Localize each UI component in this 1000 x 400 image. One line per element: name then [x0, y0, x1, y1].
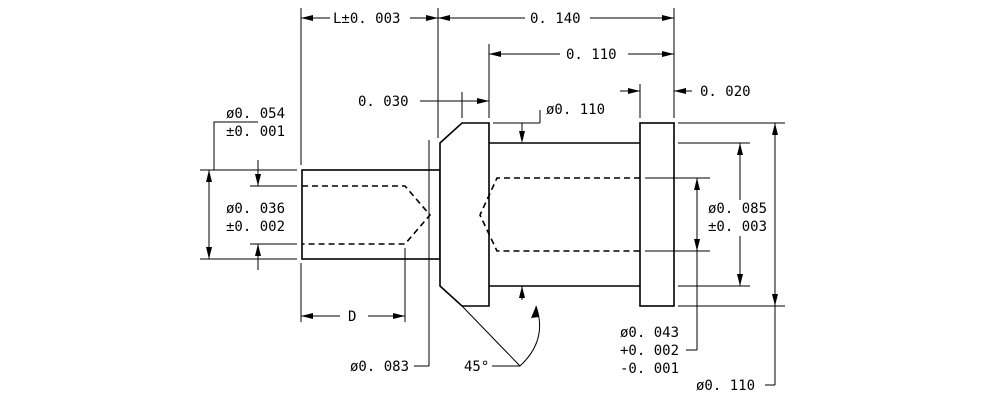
dimension-lines	[206, 15, 778, 386]
outer-diameter-label: ø0. 110	[696, 378, 755, 394]
part-outline	[301, 122, 675, 307]
flange-diameter-tolerance-label: ±0. 003	[708, 219, 767, 235]
head-diameter-label: ø0. 083	[350, 359, 409, 375]
pin-diameter-tolerance-label: ±0. 001	[226, 124, 285, 140]
chamfer-angle-label: 45°	[464, 359, 489, 375]
hole-diameter-tolerance-label: ±0. 002	[226, 219, 285, 235]
depth-label: D	[348, 309, 356, 325]
pin-diameter-label: ø0. 054	[226, 106, 285, 122]
flange-width-label: 0. 020	[700, 84, 751, 100]
dimension-labels: L±0. 003 0. 140 0. 110 0. 020 0. 030 ø0.…	[226, 11, 767, 394]
overall-length-label: 0. 140	[530, 11, 581, 27]
bore-diameter-label: ø0. 043	[620, 325, 679, 341]
bore-minus-tolerance-label: -0. 001	[620, 361, 679, 377]
hole-diameter-label: ø0. 036	[226, 201, 285, 217]
bore-plus-tolerance-label: +0. 002	[620, 343, 679, 359]
length-tolerance-label: L±0. 003	[333, 11, 400, 27]
chamfer-length-label: 0. 030	[358, 94, 409, 110]
body-diameter-label: ø0. 110	[546, 102, 605, 118]
body-length-label: 0. 110	[566, 47, 617, 63]
flange-diameter-label: ø0. 085	[708, 201, 767, 217]
